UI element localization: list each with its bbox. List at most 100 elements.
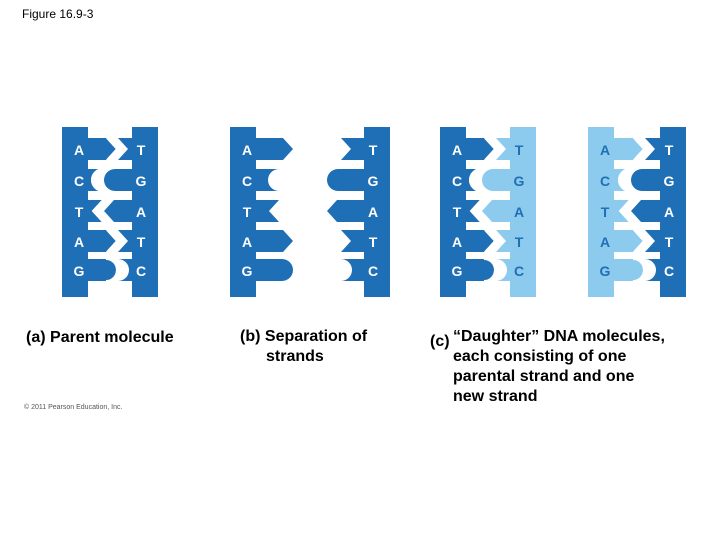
caption-tag: (a): [26, 329, 46, 346]
nucleotide-g: [327, 169, 365, 191]
base-letter: G: [664, 173, 675, 189]
nucleotide-a: [465, 230, 494, 252]
nucleotide-a: [613, 230, 643, 252]
base-letter: A: [74, 142, 84, 158]
nucleotide-t: [118, 138, 133, 160]
nucleotide-t: [645, 230, 661, 252]
base-letter: G: [600, 263, 611, 279]
backbone-strand: [440, 127, 466, 297]
nucleotide-g: [87, 259, 116, 281]
caption-text: “Daughter” DNA molecules,: [453, 328, 665, 345]
caption-text: new strand: [453, 388, 538, 405]
base-pair-seam: [105, 258, 118, 282]
caption-text: each consisting of one: [453, 348, 627, 365]
caption-parent-molecule: (a) Parent molecule: [26, 328, 174, 348]
nucleotide-g: [465, 259, 494, 281]
base-letter: T: [75, 204, 84, 220]
nucleotide-t: [341, 230, 365, 252]
figure-label: Figure 16.9-3: [22, 7, 94, 21]
nucleotide-a: [465, 138, 494, 160]
nucleotide-t: [87, 200, 102, 222]
nucleotide-c: [87, 169, 102, 191]
base-letter: T: [453, 204, 462, 220]
base-letter: G: [242, 263, 253, 279]
base-letter: A: [514, 204, 524, 220]
nucleotide-a: [613, 138, 643, 160]
base-letter: G: [368, 173, 379, 189]
nucleotide-g: [631, 169, 661, 191]
nucleotide-g: [482, 169, 511, 191]
nucleotide-c: [645, 259, 661, 281]
nucleotide-a: [482, 200, 511, 222]
caption-text: Separation of: [264, 328, 368, 345]
base-letter: A: [452, 234, 462, 250]
base-letter: T: [515, 142, 524, 158]
nucleotide-t: [118, 230, 133, 252]
base-pair-seam: [469, 168, 482, 192]
nucleotide-a: [104, 200, 133, 222]
copyright-notice: © 2011 Pearson Education, Inc.: [24, 404, 123, 411]
base-pair-seam: [633, 137, 646, 161]
base-letter: C: [368, 263, 378, 279]
nucleotide-t: [341, 138, 365, 160]
base-pair-seam: [106, 137, 119, 161]
nucleotide-a: [87, 138, 116, 160]
caption-text: parental strand and one: [453, 368, 635, 385]
base-pair-seam: [106, 229, 119, 253]
backbone-strand: [230, 127, 256, 297]
nucleotide-c: [341, 259, 365, 281]
base-pair-seam: [618, 168, 631, 192]
backbone-strand: [660, 127, 686, 297]
nucleotide-a: [631, 200, 661, 222]
base-letter: C: [452, 173, 462, 189]
base-pair-seam: [633, 229, 646, 253]
base-letter: T: [369, 142, 378, 158]
base-pair-seam: [484, 229, 497, 253]
caption-text: Parent molecule: [50, 329, 174, 346]
base-letter: T: [369, 234, 378, 250]
nucleotide-t: [255, 200, 279, 222]
nucleotide-t: [645, 138, 661, 160]
backbone-strand: [510, 127, 536, 297]
base-pair-seam: [469, 199, 482, 223]
base-letter: C: [664, 263, 674, 279]
nucleotide-a: [255, 230, 293, 252]
base-letter: C: [136, 263, 146, 279]
nucleotide-c: [118, 259, 133, 281]
nucleotide-t: [613, 200, 629, 222]
nucleotide-a: [255, 138, 293, 160]
backbone-strand: [62, 127, 88, 297]
base-letter: A: [600, 142, 610, 158]
backbone-strand: [132, 127, 158, 297]
base-pair-seam: [618, 199, 631, 223]
caption-text: strands: [266, 348, 324, 365]
nucleotide-g: [104, 169, 133, 191]
nucleotide-g: [613, 259, 643, 281]
base-letter: C: [514, 263, 524, 279]
base-pair-seam: [632, 258, 645, 282]
base-pair-seam: [91, 168, 104, 192]
nucleotide-t: [496, 138, 511, 160]
base-letter: A: [452, 142, 462, 158]
base-letter: T: [243, 204, 252, 220]
base-letter: G: [514, 173, 525, 189]
nucleotide-c: [496, 259, 511, 281]
base-letter: C: [242, 173, 252, 189]
base-letter: A: [368, 204, 378, 220]
nucleotide-a: [87, 230, 116, 252]
nucleotide-c: [465, 169, 480, 191]
nucleotide-c: [613, 169, 629, 191]
base-letter: T: [665, 234, 674, 250]
base-letter: A: [600, 234, 610, 250]
base-letter: G: [452, 263, 463, 279]
base-letter: T: [137, 234, 146, 250]
base-letter: A: [242, 142, 252, 158]
base-letter: G: [74, 263, 85, 279]
backbone-strand: [364, 127, 390, 297]
base-letter: G: [136, 173, 147, 189]
base-letter: C: [74, 173, 84, 189]
base-pair-seam: [484, 137, 497, 161]
base-letter: T: [665, 142, 674, 158]
base-letter: T: [601, 204, 610, 220]
base-letter: A: [664, 204, 674, 220]
